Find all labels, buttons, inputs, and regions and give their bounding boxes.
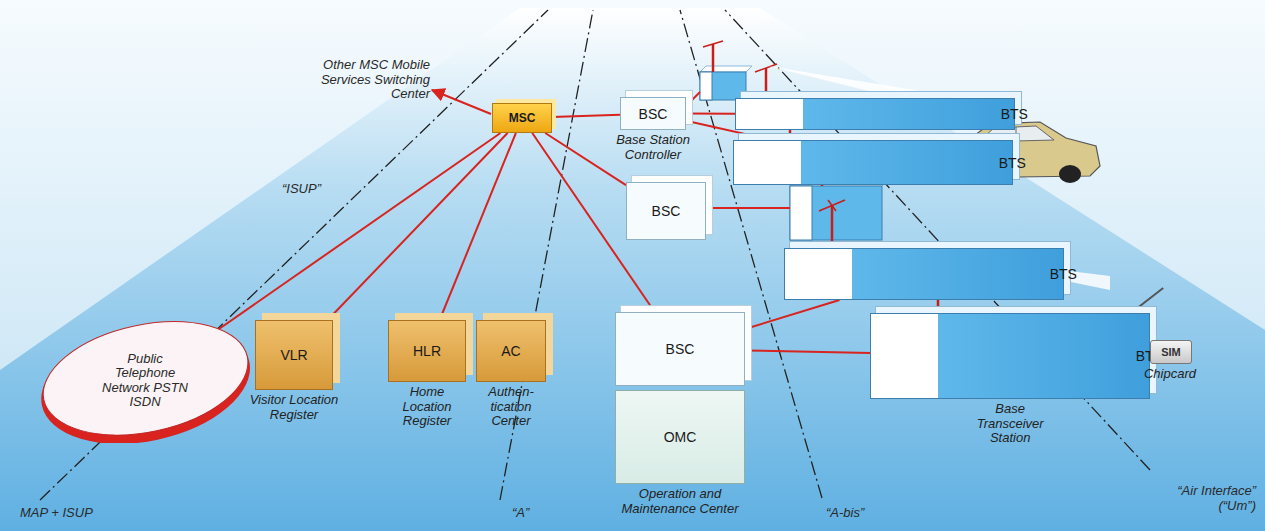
transceiver-box: BTSBase Transceiver Station [870,313,1150,399]
signal-link [545,133,626,185]
node-caption: Visitor Location Register [249,393,339,422]
antenna-head [819,200,845,211]
node-label: BTS [999,155,1026,171]
node-caption: Base Station Controller [598,133,708,162]
signal-link [206,133,501,338]
network-label: Other MSC Mobile Services Switching Cent… [318,58,430,102]
node-label: SIM [1161,346,1181,358]
node-label: BSC [639,106,668,122]
controller-box: BSCBase Station Controller [620,97,686,130]
node-label: VLR [280,347,307,363]
node-caption: Operation and Maintenance Center [610,487,750,516]
antenna-mast [712,44,715,72]
phone-antenna [1133,288,1163,311]
antenna-mast [831,205,834,248]
antenna-head [703,41,723,47]
signal-link [440,133,516,320]
transceiver-box: BTS [784,248,1064,300]
antenna-head [828,200,836,211]
interface-label: “ISUP” [282,182,352,197]
interface-label: “A” [512,506,552,521]
signal-link [745,300,840,329]
car-wheel [1059,165,1081,183]
antenna-head [755,64,777,72]
node-label: Public Telephone Network PSTN ISDN [101,352,189,409]
node-label: BSC [666,341,695,357]
interface-label: “A-bis” [826,506,896,521]
plain-bts-box [790,179,889,240]
wire [686,92,700,106]
node-label: BSC [652,203,681,219]
ellipse-face [35,318,255,443]
divider-line [725,10,1150,470]
signal-link [745,350,870,353]
register-box: HLRHome Location Register [388,320,466,382]
node-label: BTS [1050,266,1077,282]
sim-card: SIMChipcard [1150,340,1192,364]
transceiver-box: BTS [733,140,1013,185]
signal-link [552,115,620,117]
box-side [700,72,712,100]
register-box: VLRVisitor Location Register [255,320,333,390]
box-side [790,186,812,240]
box-front [790,186,882,240]
node-caption: Home Location Register [386,385,468,429]
antenna-mast [765,68,768,98]
transceiver-box: BTS [735,98,1015,130]
node-caption: Chipcard [1135,367,1205,382]
interface-label: MAP + ISUP [20,506,130,521]
node-label: BTS [1001,106,1028,122]
node-label: AC [501,343,520,359]
controller-box: BSC [615,312,745,386]
node-label: OMC [664,429,697,445]
switch-box: MSC [492,103,552,133]
node-caption: Base Transceiver Station [960,402,1060,446]
network-ellipse: Public Telephone Network PSTN ISDN [35,318,255,443]
interface-label: “Air Interface” (“Um”) [1148,484,1256,513]
plain-bts-box [700,66,752,100]
interface-dividers [40,10,1150,500]
register-box: ACAuthen- tication Center [476,320,546,382]
car-pillar [1016,127,1017,141]
box-front [700,72,746,100]
ellipse-rim [35,318,255,443]
box-top [700,66,752,72]
perspective-band [0,8,1265,531]
signal-link [686,113,735,115]
node-caption: Authen- tication Center [478,385,544,429]
other-msc-arrow [432,90,491,114]
signal-link [328,133,508,320]
controller-box: BSC [626,182,706,240]
maintenance-box: OMCOperation and Maintenance Center [615,390,745,484]
node-label: HLR [413,343,441,359]
wire [707,207,790,209]
node-label: MSC [509,111,536,125]
